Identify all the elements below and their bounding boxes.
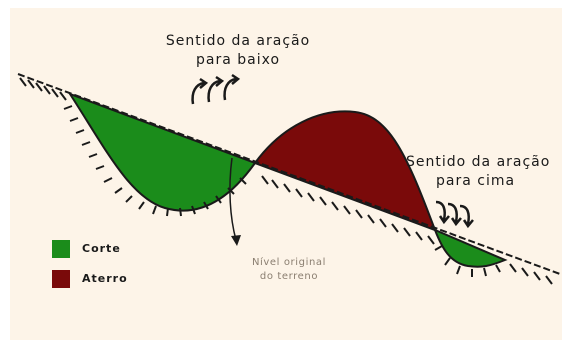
corte-cut-region-left <box>70 94 255 211</box>
plow-down-label: Sentido da aração para baixo <box>158 32 318 70</box>
plow-down-label-line-1: Sentido da aração <box>158 32 318 51</box>
plow-down-label-line-2: para baixo <box>158 51 318 70</box>
original-level-label-line-1: Nível original <box>234 256 344 270</box>
legend-label-corte: Corte <box>82 242 121 255</box>
plow-up-label: Sentido da aração para cima <box>406 153 562 191</box>
original-level-label: Nível original do terreno <box>234 256 344 284</box>
legend-label-aterro: Aterro <box>82 272 128 285</box>
terrain-diagram: Sentido da aração para baixo Sentido da … <box>10 8 562 340</box>
corte-cut-region-right <box>435 230 505 267</box>
plow-up-label-line-1: Sentido da aração <box>406 153 562 172</box>
plow-up-label-line-2: para cima <box>406 172 562 191</box>
plow-down-arrows-icon <box>193 75 238 104</box>
original-level-arrowhead <box>231 235 241 246</box>
original-level-label-line-2: do terreno <box>234 270 344 284</box>
corte-swatch <box>52 240 70 258</box>
aterro-swatch <box>52 270 70 288</box>
plow-up-arrows-icon <box>436 202 473 226</box>
